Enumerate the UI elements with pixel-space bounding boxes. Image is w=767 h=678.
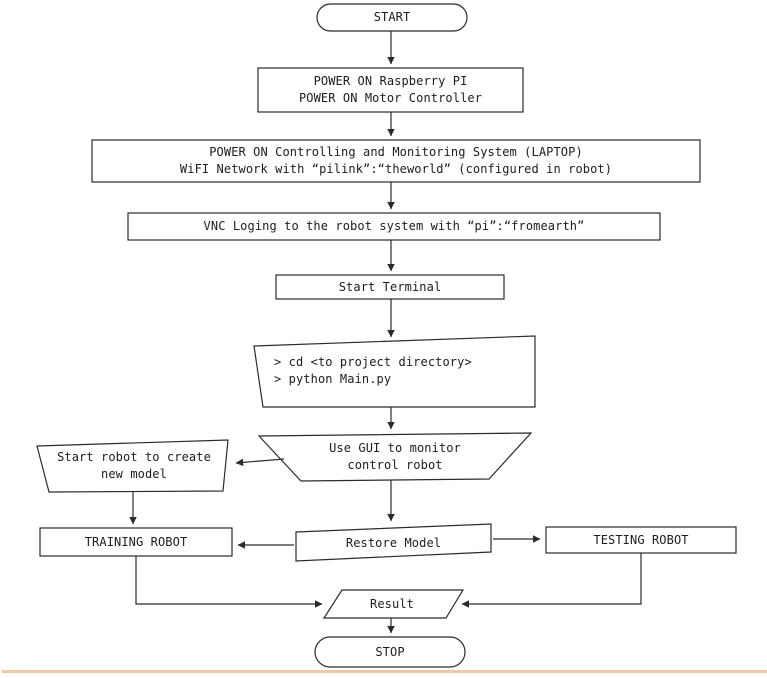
node-power-laptop-label: POWER ON Controlling and Monitoring Syst… [179, 145, 613, 176]
node-start-robot-label: Start robot to create new model [57, 450, 211, 481]
node-terminal-commands-label: > cd <to project directory> > python Mai… [274, 355, 472, 386]
footer-accent-line [2, 670, 767, 673]
edge-use-gui-to-start-robot [235, 458, 285, 467]
node-stop-label: STOP [375, 644, 405, 659]
start-robot-manual-operation-shape [36, 439, 229, 493]
power-laptop-process-shape [91, 139, 701, 183]
node-use-gui-label: Use GUI to monitor control robot [329, 441, 461, 472]
training-robot-process-shape [39, 527, 233, 557]
vnc-login-process-shape [127, 212, 661, 241]
edge-testing-robot-to-result [461, 553, 642, 608]
node-restore-model-label: Restore Model [345, 535, 442, 550]
power-devices-process-shape [257, 67, 524, 113]
node-start-label: START [373, 10, 411, 24]
edge-training-robot-to-result [135, 556, 323, 608]
result-data-shape [322, 589, 465, 619]
stop-terminator-shape [314, 636, 466, 668]
restore-model-process-shape [295, 523, 492, 562]
node-start-terminal-label: Start Terminal [338, 279, 442, 294]
node-vnc-login-label: VNC Loging to the robot system with “pi”… [203, 219, 585, 233]
node-testing-robot-label: TESTING ROBOT [593, 532, 689, 547]
use-gui-manual-operation-shape [257, 432, 533, 482]
start-terminator-shape [316, 3, 468, 32]
node-result-label: Result [370, 596, 414, 611]
terminal-commands-manual-input-shape [253, 335, 536, 408]
node-training-robot-label: TRAINING ROBOT [84, 534, 188, 549]
start-terminal-process-shape [275, 274, 505, 300]
node-power-devices-label: POWER ON Raspberry PI POWER ON Motor Con… [298, 74, 483, 105]
testing-robot-process-shape [545, 526, 737, 554]
